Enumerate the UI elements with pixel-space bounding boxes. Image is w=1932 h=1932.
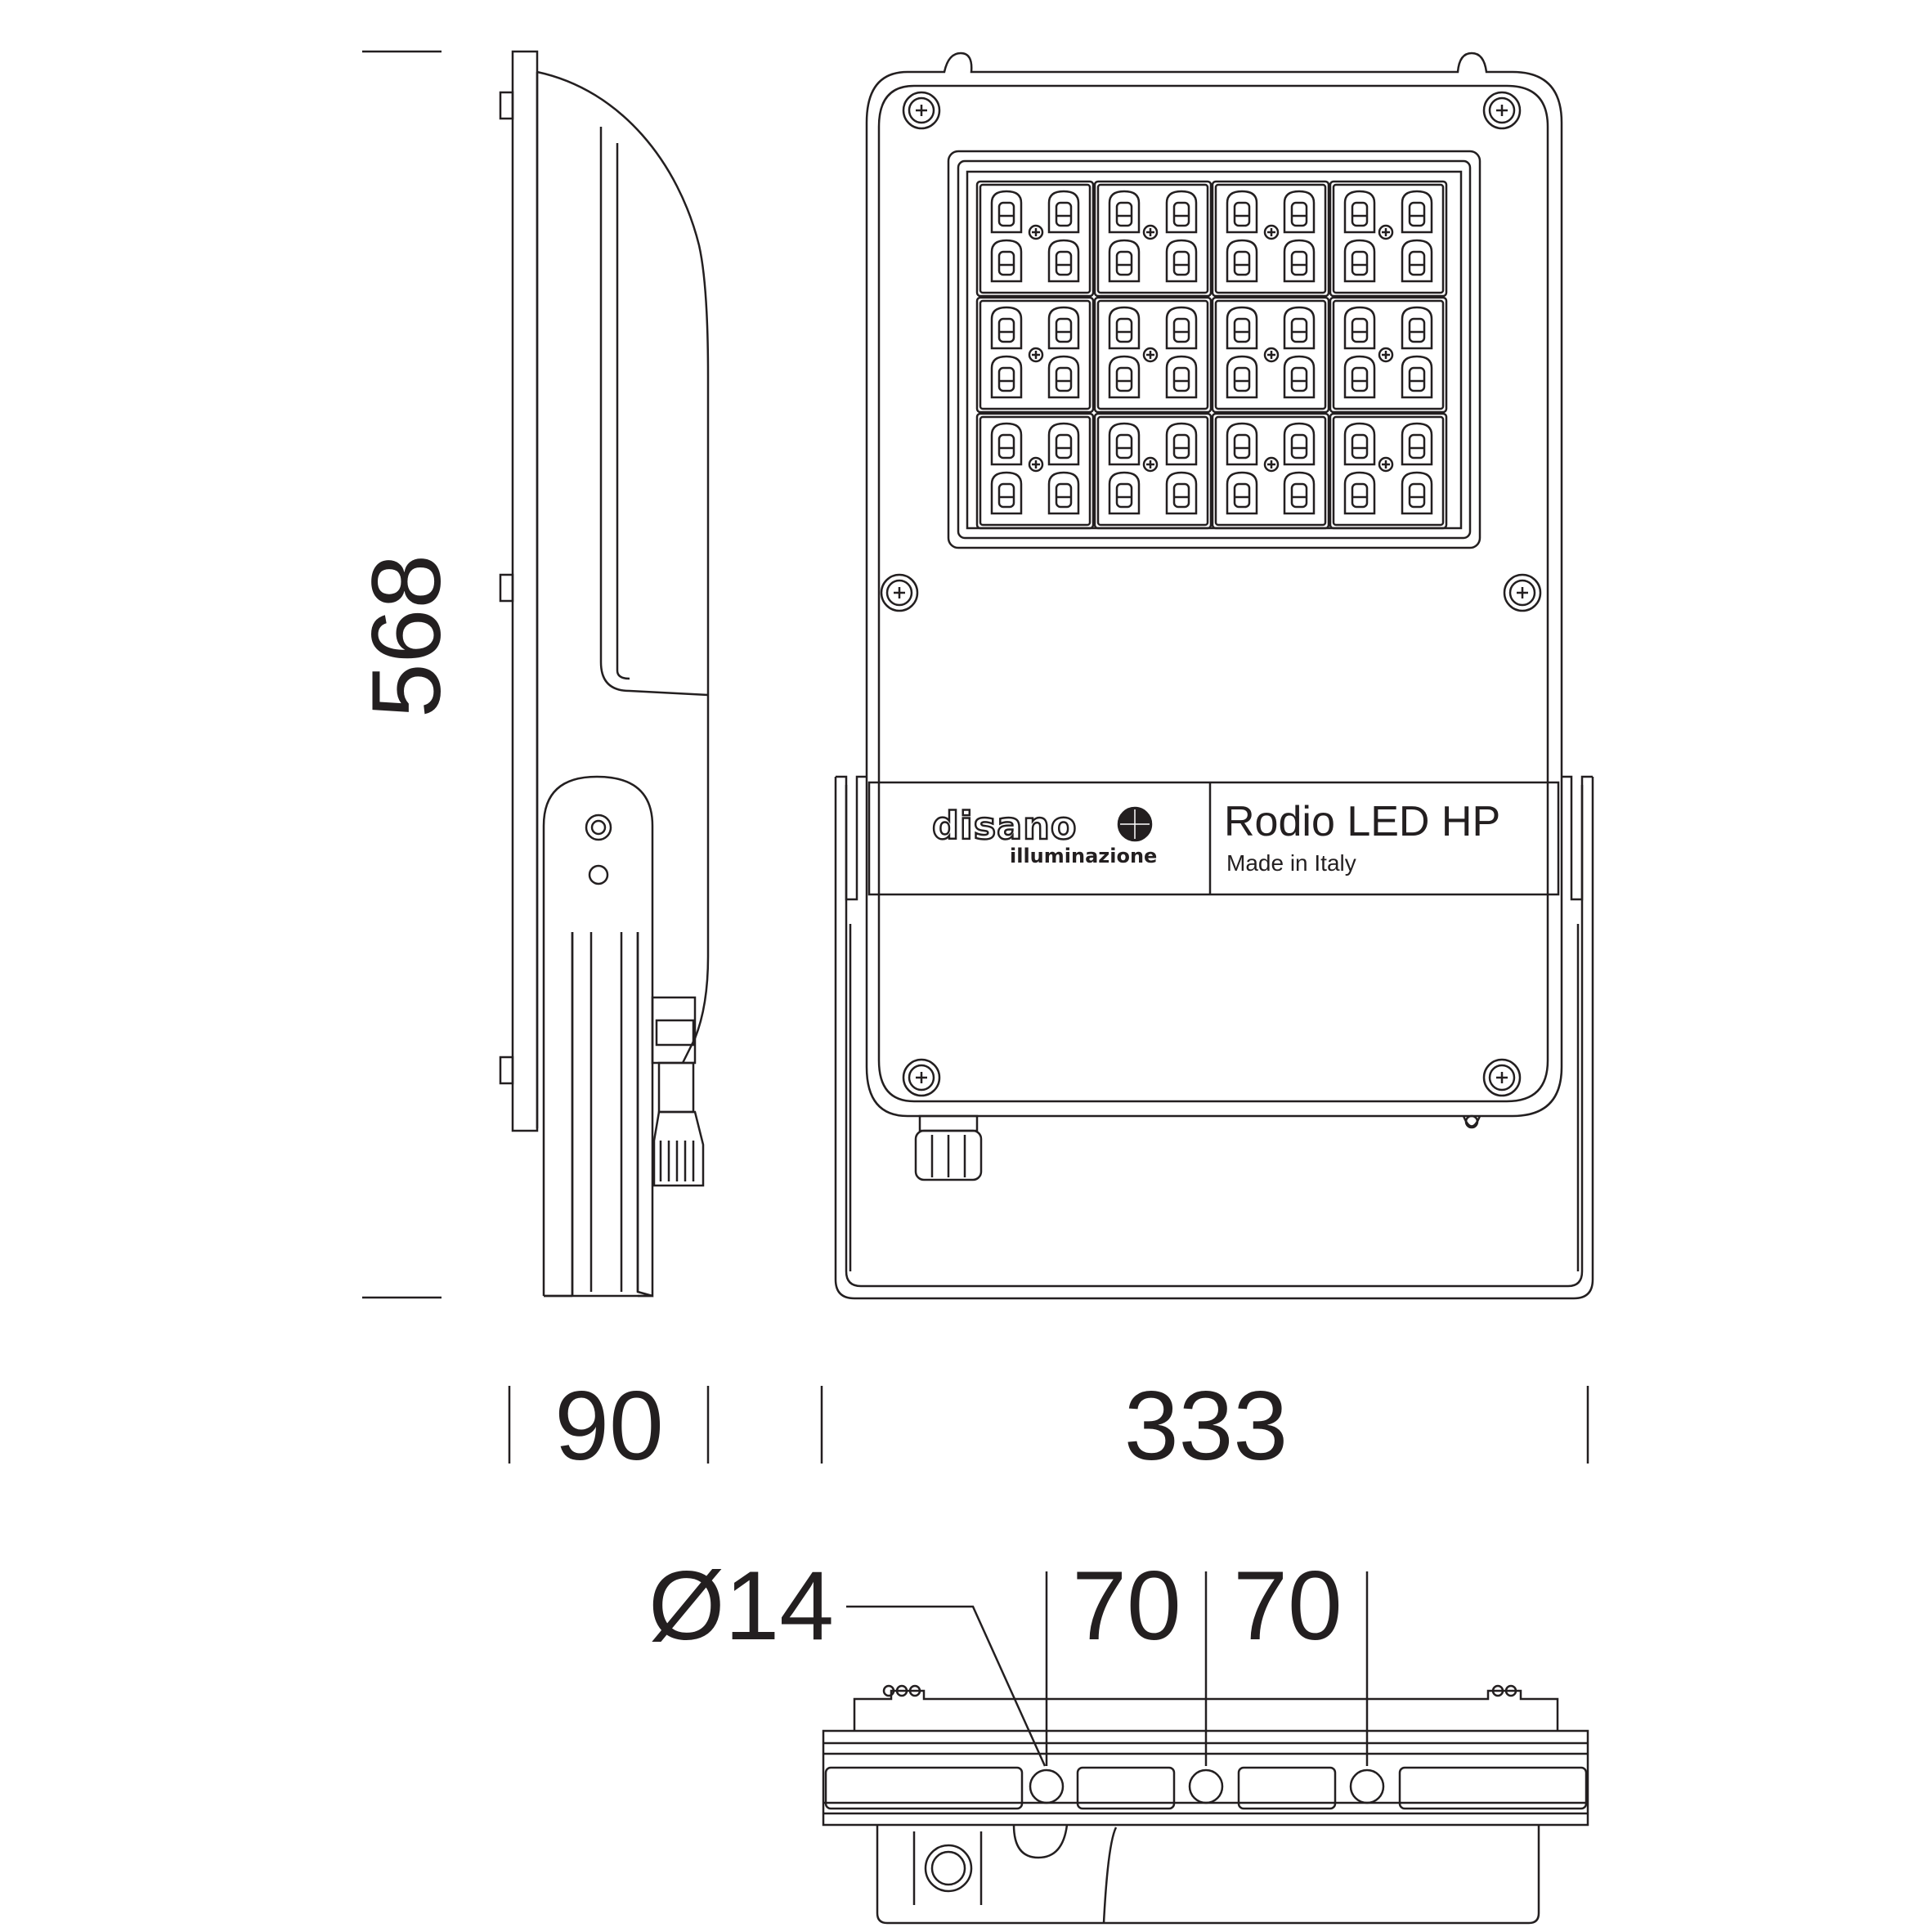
led-module [1093, 412, 1213, 530]
screw-icon [1503, 573, 1542, 612]
led-icon [1047, 355, 1080, 399]
led-module [1093, 180, 1213, 298]
led-icon [1165, 239, 1198, 283]
led-icon [1343, 422, 1376, 466]
led-icon [1047, 306, 1080, 350]
led-icon [1283, 355, 1316, 399]
screw-icon [880, 573, 919, 612]
led-icon [1401, 471, 1433, 515]
led-icon [1047, 190, 1080, 234]
led-icon [1165, 422, 1198, 466]
led-icon [1343, 306, 1376, 350]
led-module [975, 296, 1095, 414]
led-icon [1165, 306, 1198, 350]
led-module [975, 180, 1095, 298]
led-icon [1283, 471, 1316, 515]
screw-icon [1482, 1058, 1522, 1097]
side-view [499, 50, 710, 1298]
led-icon [1343, 355, 1376, 399]
screw-icon [1142, 224, 1159, 240]
screw-icon [1263, 456, 1280, 473]
bottom-view: Ø14 70 70 [648, 1551, 1589, 1925]
led-icon [1283, 239, 1316, 283]
led-icon [1226, 422, 1258, 466]
led-icon [990, 239, 1023, 283]
led-icon [1165, 471, 1198, 515]
spacing-1-value: 70 [1072, 1551, 1181, 1661]
height-dimension: 568 [352, 50, 461, 1299]
led-icon [990, 355, 1023, 399]
nameplate [867, 781, 1560, 896]
depth-dimension-value: 90 [554, 1371, 663, 1481]
led-icon [1226, 239, 1258, 283]
brand-subtitle: illuminazione [1010, 845, 1157, 867]
led-icon [990, 190, 1023, 234]
led-icon [1226, 355, 1258, 399]
height-dimension-value: 568 [352, 554, 461, 718]
screw-icon [1028, 224, 1044, 240]
led-module [1211, 180, 1330, 298]
led-icon [990, 471, 1023, 515]
globe-icon [1117, 806, 1153, 842]
led-icon [1401, 190, 1433, 234]
led-icon [1343, 471, 1376, 515]
led-icon [1108, 471, 1141, 515]
led-icon [990, 306, 1023, 350]
screw-icon [1142, 347, 1159, 363]
screw-icon [1378, 456, 1394, 473]
led-module [1329, 180, 1448, 298]
width-dimensions: 90 333 [508, 1371, 1589, 1481]
led-module [1329, 412, 1448, 530]
screw-icon [1263, 224, 1280, 240]
led-icon [1401, 306, 1433, 350]
screw-icon [902, 1058, 941, 1097]
led-icon [1108, 422, 1141, 466]
cable-gland [914, 1114, 983, 1181]
screw-icon [1028, 456, 1044, 473]
led-icon [1047, 422, 1080, 466]
led-icon [1283, 190, 1316, 234]
led-icon [1047, 471, 1080, 515]
led-icon [1226, 306, 1258, 350]
led-icon [1108, 355, 1141, 399]
led-module [1329, 296, 1448, 414]
led-grid [975, 180, 1448, 530]
product-name: Rodio LED HP [1224, 798, 1500, 845]
brand-logo: disano [932, 804, 1077, 848]
screw-icon [1482, 91, 1522, 130]
led-icon [1401, 355, 1433, 399]
led-icon [1226, 190, 1258, 234]
led-icon [1401, 422, 1433, 466]
led-icon [1343, 239, 1376, 283]
led-module [1211, 296, 1330, 414]
led-icon [1283, 306, 1316, 350]
front-view: disano illuminazione Rodio LED HP Made i… [834, 52, 1594, 1300]
led-icon [990, 422, 1023, 466]
screw-icon [1263, 347, 1280, 363]
led-icon [1108, 190, 1141, 234]
led-icon [1047, 239, 1080, 283]
led-icon [1283, 422, 1316, 466]
led-module [1211, 412, 1330, 530]
led-icon [1108, 306, 1141, 350]
screw-icon [902, 91, 941, 130]
spacing-2-value: 70 [1233, 1551, 1342, 1661]
screw-icon [1378, 347, 1394, 363]
width-dimension-value: 333 [1124, 1371, 1288, 1481]
led-icon [1108, 239, 1141, 283]
led-module [1093, 296, 1213, 414]
led-icon [1165, 355, 1198, 399]
led-icon [1343, 190, 1376, 234]
screw-icon [1028, 347, 1044, 363]
origin-label: Made in Italy [1226, 850, 1356, 876]
hole-diameter-value: Ø14 [648, 1551, 834, 1661]
led-icon [1165, 190, 1198, 234]
led-icon [1401, 239, 1433, 283]
led-module [975, 412, 1095, 530]
led-icon [1226, 471, 1258, 515]
screw-icon [1142, 456, 1159, 473]
screw-icon [1378, 224, 1394, 240]
